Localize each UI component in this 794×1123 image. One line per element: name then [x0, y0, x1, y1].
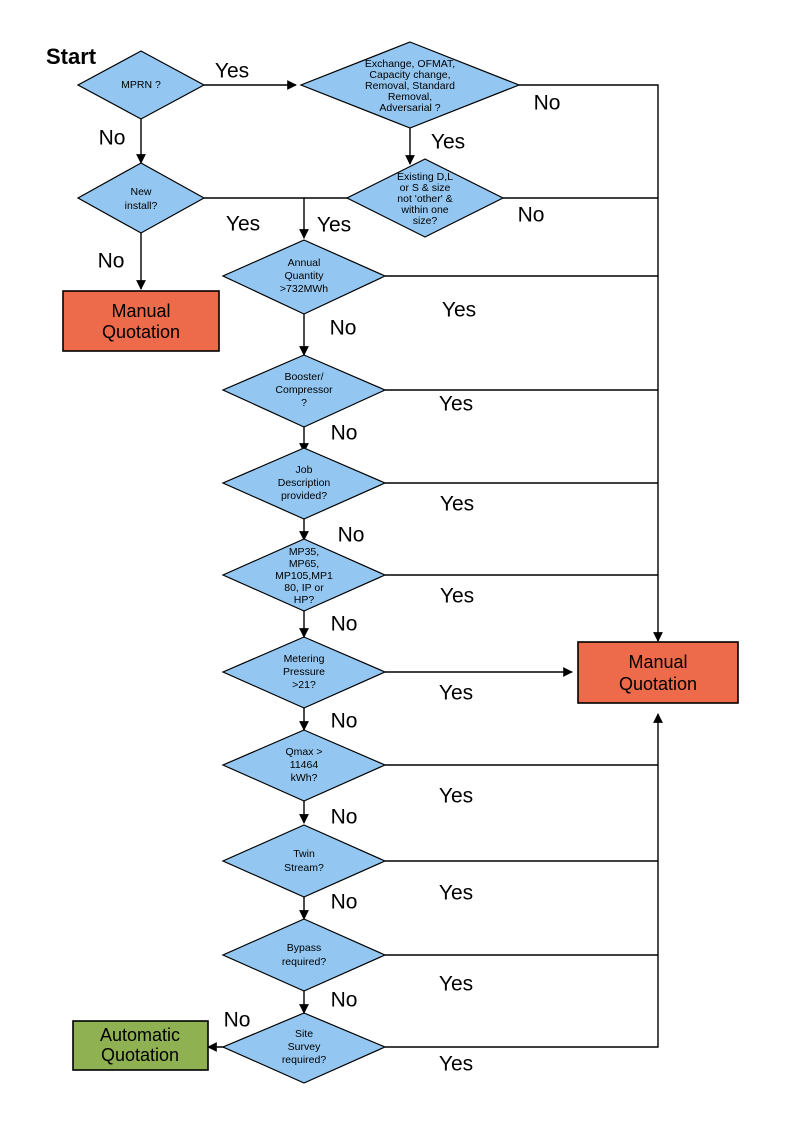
- decision-bypass-line-0: Bypass: [287, 942, 321, 954]
- label-meter-type-no: No: [331, 613, 358, 636]
- decision-metering-line-1: Pressure: [283, 666, 325, 678]
- label-mprn-yes: Yes: [215, 60, 249, 83]
- decision-twin-line-1: Stream?: [284, 862, 324, 874]
- label-existing-no: No: [518, 204, 545, 227]
- decision-existing-line-1: or S & size: [400, 182, 451, 194]
- label-booster-yes: Yes: [439, 393, 473, 416]
- decision-booster-line-2: ?: [301, 397, 307, 409]
- decision-exchange-line-0: Exchange, OFMAT,: [365, 58, 455, 70]
- label-bypass-no: No: [331, 989, 358, 1012]
- decision-site-survey-line-0: Site: [295, 1028, 313, 1040]
- label-new-install-no: No: [98, 250, 125, 273]
- manual-left-line-0: Manual: [111, 301, 170, 321]
- label-exchange-yes: Yes: [431, 131, 465, 154]
- decision-site-survey[interactable]: Site Survey required?: [221, 1012, 387, 1084]
- decision-bypass[interactable]: Bypass required?: [221, 918, 387, 992]
- decision-existing-line-3: within one: [400, 204, 448, 216]
- decision-meter-type-line-0: MP35,: [289, 546, 319, 558]
- decision-new-install-line-1: install?: [125, 200, 158, 212]
- decision-annual-line-2: >732MWh: [280, 283, 328, 295]
- decision-exchange-line-1: Capacity change,: [369, 69, 450, 81]
- decision-meter-type-line-3: 80, IP or: [284, 582, 324, 594]
- label-site-survey-no: No: [224, 1009, 251, 1032]
- decision-qmax-line-1: 11464: [290, 759, 319, 771]
- decision-metering-pressure[interactable]: Metering Pressure >21?: [221, 636, 387, 709]
- label-metering-pressure-yes: Yes: [439, 682, 473, 705]
- decision-exchange-line-2: Removal, Standard: [365, 80, 455, 92]
- decision-annual-line-0: Annual: [288, 257, 321, 269]
- decision-booster-line-1: Compressor: [275, 384, 333, 396]
- decision-bypass-line-1: required?: [282, 956, 327, 968]
- label-new-install-yes: Yes: [226, 213, 260, 236]
- manual-right-line-1: Quotation: [619, 674, 697, 694]
- decision-mprn[interactable]: MPRN ?: [76, 50, 206, 120]
- decision-twin-line-0: Twin: [293, 848, 315, 860]
- label-qmax-no: No: [331, 806, 358, 829]
- label-twin-yes: Yes: [439, 882, 473, 905]
- decision-booster-line-0: Booster/: [284, 371, 323, 383]
- decision-job-description[interactable]: Job Description provided?: [221, 447, 387, 520]
- decision-annual-line-1: Quantity: [284, 270, 324, 282]
- automatic-line-1: Quotation: [101, 1045, 179, 1065]
- decision-meter-type-line-2: MP105,MP1: [275, 570, 333, 582]
- decision-meter-type-line-1: MP65,: [289, 558, 319, 570]
- label-qmax-yes: Yes: [439, 785, 473, 808]
- decision-qmax-line-0: Qmax >: [285, 746, 322, 758]
- decision-job-line-2: provided?: [281, 490, 327, 502]
- label-annual-no: No: [330, 317, 357, 340]
- decision-qmax[interactable]: Qmax > 11464 kWh?: [221, 729, 387, 802]
- decision-existing-line-4: size?: [413, 215, 438, 227]
- label-twin-no: No: [331, 891, 358, 914]
- terminal-manual-quotation-right[interactable]: Manual Quotation: [577, 641, 739, 704]
- decision-annual-quantity[interactable]: Annual Quantity >732MWh: [221, 239, 387, 315]
- label-job-yes: Yes: [440, 493, 474, 516]
- label-metering-pressure-no: No: [331, 710, 358, 733]
- decision-exchange[interactable]: Exchange, OFMAT, Capacity change, Remova…: [299, 41, 521, 129]
- decision-site-survey-line-2: required?: [282, 1054, 327, 1066]
- decision-job-line-0: Job: [296, 464, 313, 476]
- manual-left-line-1: Quotation: [102, 322, 180, 342]
- decision-meter-type-line-4: HP?: [294, 594, 315, 606]
- label-site-survey-yes: Yes: [439, 1053, 473, 1076]
- decision-mprn-line-0: MPRN ?: [121, 79, 161, 91]
- label-mprn-no: No: [99, 127, 126, 150]
- manual-right-line-0: Manual: [628, 652, 687, 672]
- label-job-no: No: [338, 524, 365, 547]
- label-booster-no: No: [331, 422, 358, 445]
- start-label: Start: [46, 44, 97, 69]
- decision-new-install-line-0: New: [130, 186, 151, 198]
- automatic-line-0: Automatic: [100, 1025, 180, 1045]
- decision-existing-line-0: Existing D,L: [397, 171, 453, 183]
- decision-new-install[interactable]: New install?: [76, 162, 206, 234]
- decision-booster-compressor[interactable]: Booster/ Compressor ?: [221, 354, 387, 428]
- label-exchange-no: No: [534, 92, 561, 115]
- decision-exchange-line-3: Removal,: [388, 91, 432, 103]
- terminal-manual-quotation-left[interactable]: Manual Quotation: [62, 290, 220, 352]
- decision-qmax-line-2: kWh?: [291, 772, 318, 784]
- label-bypass-yes: Yes: [439, 973, 473, 996]
- edge-site-survey-yes: [385, 713, 663, 1048]
- decision-site-survey-line-1: Survey: [288, 1041, 321, 1053]
- decision-metering-line-0: Metering: [284, 653, 325, 665]
- decision-job-line-1: Description: [278, 477, 331, 489]
- decision-meter-type[interactable]: MP35, MP65, MP105,MP1 80, IP or HP?: [221, 538, 387, 612]
- decision-existing-dls[interactable]: Existing D,L or S & size not 'other' & w…: [345, 158, 505, 238]
- decision-metering-line-2: >21?: [292, 679, 316, 691]
- label-existing-yes: Yes: [317, 214, 351, 237]
- decision-twin-stream[interactable]: Twin Stream?: [221, 824, 387, 898]
- terminal-automatic-quotation[interactable]: Automatic Quotation: [72, 1020, 209, 1071]
- edge-exchange-no: [519, 84, 663, 642]
- decision-existing-line-2: not 'other' &: [397, 193, 452, 205]
- label-annual-yes: Yes: [442, 299, 476, 322]
- decision-exchange-line-4: Adversarial ?: [379, 102, 440, 114]
- label-meter-type-yes: Yes: [440, 585, 474, 608]
